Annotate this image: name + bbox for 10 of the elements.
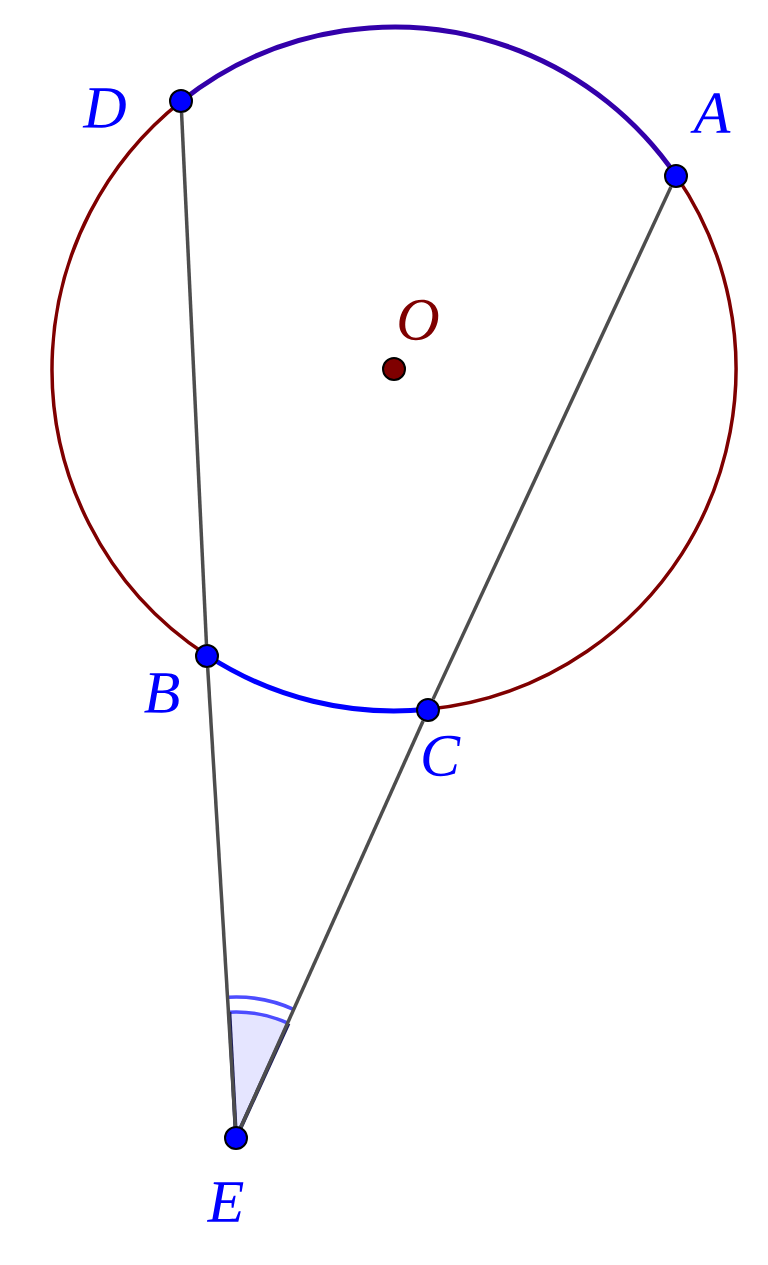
line-segment	[179, 112, 209, 645]
line-segment	[431, 186, 673, 700]
point-label: O	[399, 299, 439, 341]
point-label: E	[206, 1182, 244, 1222]
point-label: C	[423, 735, 461, 777]
point-label: D	[82, 88, 126, 128]
line-segment	[239, 720, 425, 1128]
point-label: A	[690, 93, 731, 133]
line-segment	[205, 667, 238, 1127]
point-label: B	[144, 673, 179, 713]
